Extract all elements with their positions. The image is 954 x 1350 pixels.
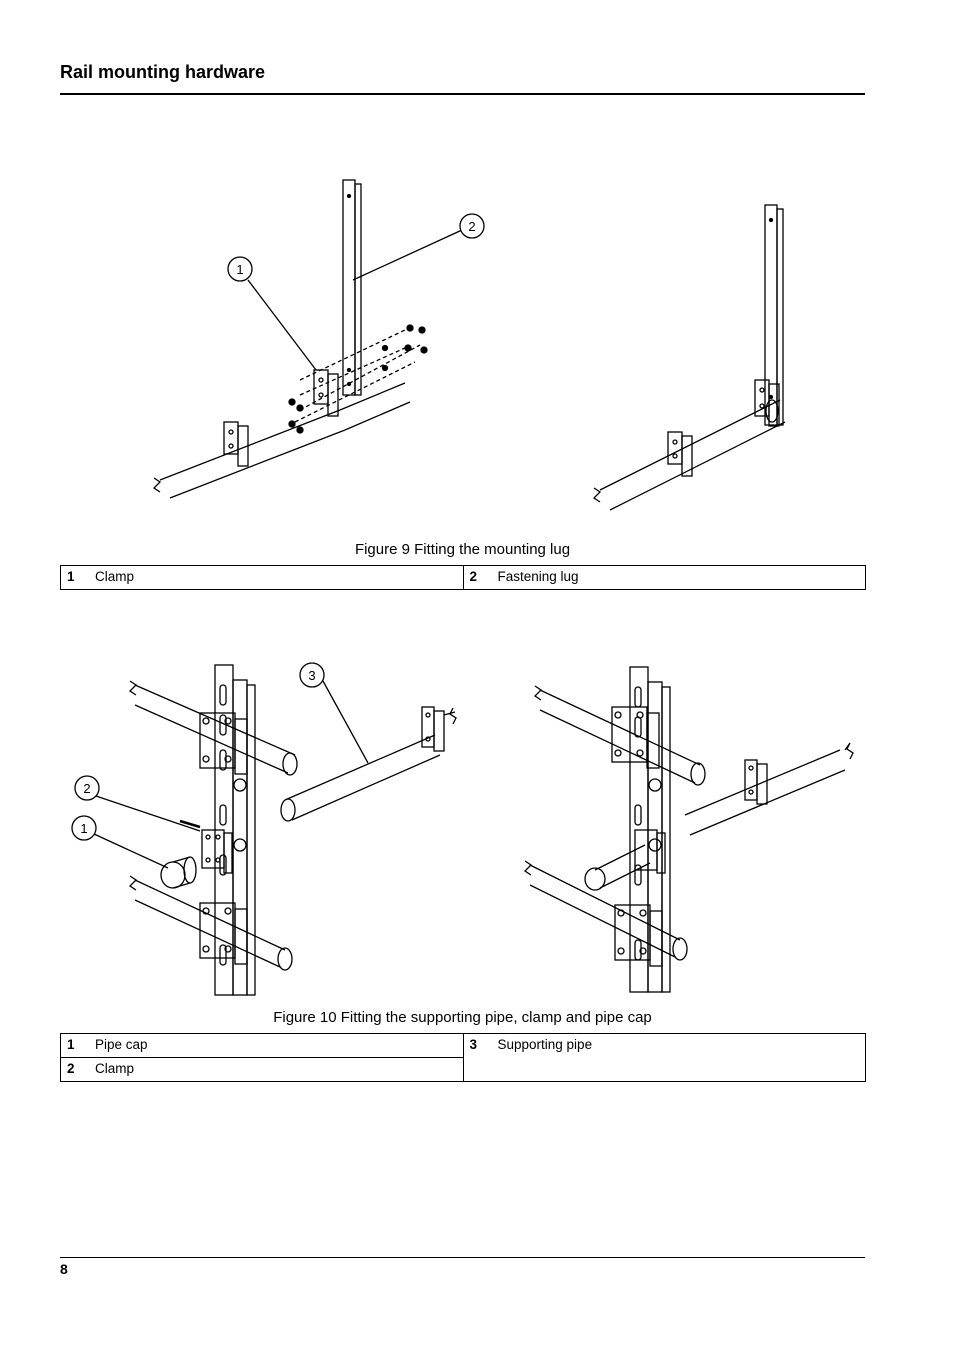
figure-10-illustration: 3 2 1: [71, 662, 854, 996]
legend-label: Clamp: [95, 1061, 135, 1076]
footer-rule: [60, 1257, 865, 1258]
legend-cell: 2 Fastening lug: [462, 565, 866, 590]
legend-number: 1: [67, 569, 75, 584]
legend-label: Supporting pipe: [497, 1037, 593, 1052]
legend-cell: 1 Pipe cap: [60, 1033, 464, 1058]
legend-cell: 2 Clamp: [60, 1057, 464, 1082]
page-number: 8: [60, 1261, 68, 1277]
legend-number: 1: [67, 1037, 75, 1052]
figure-9-callout-2: 2: [468, 219, 475, 234]
legend-cell: 3 Supporting pipe: [462, 1033, 866, 1082]
legend-number: 2: [67, 1061, 75, 1076]
legend-number: 3: [469, 1037, 478, 1052]
figure-10-caption: Figure 10 Fitting the supporting pipe, c…: [273, 1009, 652, 1026]
figure-9-caption: Figure 9 Fitting the mounting lug: [354, 541, 571, 558]
header-rule: [60, 93, 865, 95]
section-heading: Rail mounting hardware: [60, 62, 266, 82]
legend-label: Fastening lug: [497, 569, 579, 584]
figure-9-illustration: 1 2: [152, 179, 786, 511]
figure-10-legend-table: 1 Pipe cap 3 Supporting pipe 2 Clamp: [60, 1033, 866, 1082]
legend-number: 2: [469, 569, 478, 584]
figure-10-callout-1: 1: [80, 821, 87, 836]
legend-cell: 1 Clamp: [60, 565, 464, 590]
figure-9-callout-1: 1: [236, 262, 243, 277]
legend-label: Pipe cap: [95, 1037, 148, 1052]
figure-10-callout-2: 2: [83, 781, 90, 796]
legend-label: Clamp: [95, 569, 135, 584]
figure-9-legend-table: 1 Clamp 2 Fastening lug: [60, 565, 866, 590]
figure-10-callout-3: 3: [308, 668, 315, 683]
